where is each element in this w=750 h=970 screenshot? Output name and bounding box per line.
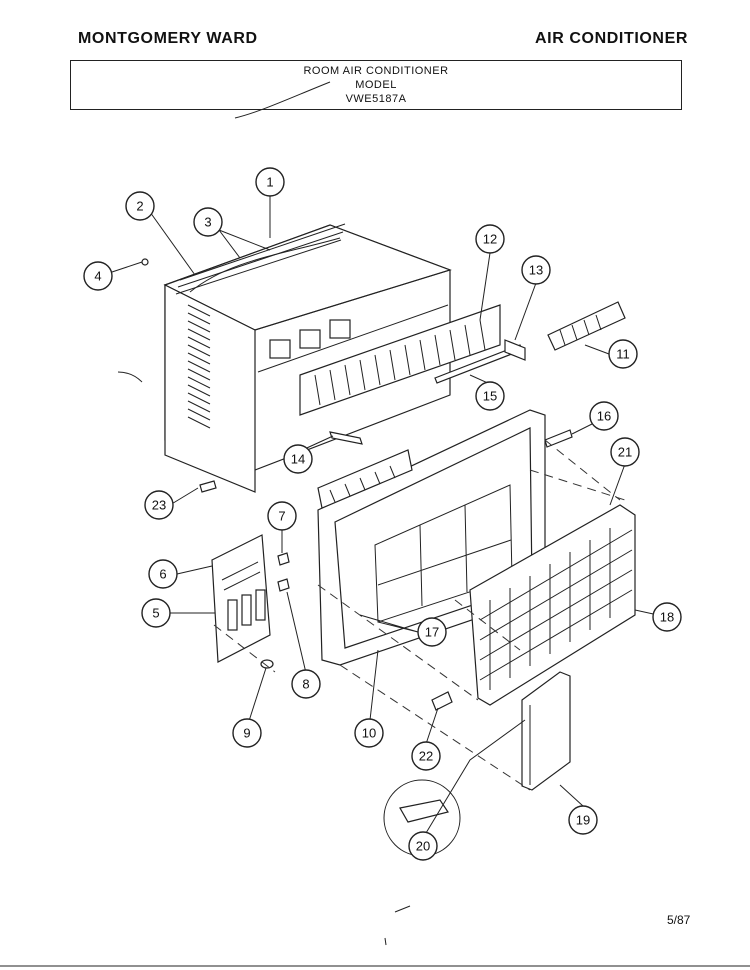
screw-23 bbox=[199, 480, 217, 493]
document-title: AIR CONDITIONER bbox=[535, 30, 688, 47]
callout-9: 9 bbox=[232, 718, 262, 748]
svg-text:18: 18 bbox=[660, 610, 674, 625]
svg-text:3: 3 bbox=[204, 215, 211, 230]
air-deflector bbox=[547, 301, 626, 351]
svg-text:21: 21 bbox=[618, 445, 632, 460]
callout-21: 21 bbox=[610, 437, 640, 467]
trim-strip bbox=[544, 429, 573, 448]
model-label: MODEL bbox=[355, 79, 397, 91]
svg-text:19: 19 bbox=[576, 813, 590, 828]
link-arm bbox=[329, 431, 363, 445]
svg-text:16: 16 bbox=[597, 409, 611, 424]
callout-17: 17 bbox=[417, 617, 447, 647]
callout-22: 22 bbox=[411, 741, 441, 771]
svg-text:4: 4 bbox=[94, 269, 101, 284]
callout-15: 15 bbox=[475, 381, 505, 411]
louver-assembly bbox=[299, 304, 501, 416]
callout-4: 4 bbox=[83, 261, 113, 291]
svg-text:7: 7 bbox=[278, 509, 285, 524]
callout-20: 20 bbox=[408, 831, 438, 861]
svg-text:15: 15 bbox=[483, 389, 497, 404]
product-type-label: ROOM AIR CONDITIONER bbox=[303, 65, 449, 77]
svg-text:1: 1 bbox=[266, 175, 273, 190]
svg-text:11: 11 bbox=[616, 347, 630, 362]
svg-text:9: 9 bbox=[243, 726, 250, 741]
clip-small bbox=[431, 691, 453, 711]
latch-detail bbox=[399, 799, 449, 823]
callout-10: 10 bbox=[354, 718, 384, 748]
callout-16: 16 bbox=[589, 401, 619, 431]
stray-mark bbox=[117, 371, 143, 383]
callout-18: 18 bbox=[652, 602, 682, 632]
control-panel bbox=[211, 534, 271, 663]
brand-name: MONTGOMERY WARD bbox=[78, 30, 258, 47]
callout-6: 6 bbox=[148, 559, 178, 589]
hex-nut bbox=[260, 659, 274, 669]
svg-text:14: 14 bbox=[291, 452, 305, 467]
callout-11: 11 bbox=[608, 339, 638, 369]
page-number: 5/87 bbox=[667, 913, 691, 927]
svg-text:12: 12 bbox=[483, 232, 497, 247]
callout-14: 14 bbox=[283, 444, 313, 474]
callout-19: 19 bbox=[568, 805, 598, 835]
knob-lower bbox=[277, 578, 290, 592]
callout-2: 2 bbox=[125, 191, 155, 221]
leader-lines bbox=[111, 196, 668, 839]
stray-tick bbox=[384, 937, 387, 946]
callout-8: 8 bbox=[291, 669, 321, 699]
svg-text:6: 6 bbox=[159, 567, 166, 582]
cabinet-assembly bbox=[163, 223, 452, 493]
svg-text:13: 13 bbox=[529, 263, 543, 278]
svg-text:20: 20 bbox=[416, 839, 430, 854]
scribble-mark bbox=[234, 81, 331, 119]
svg-text:5: 5 bbox=[152, 606, 159, 621]
callout-1: 1 bbox=[255, 167, 285, 197]
svg-text:17: 17 bbox=[425, 625, 439, 640]
air-filter bbox=[469, 504, 636, 706]
stray-dash bbox=[394, 905, 411, 913]
callout-5: 5 bbox=[141, 598, 171, 628]
assembly-lines bbox=[213, 439, 626, 791]
callout-23: 23 bbox=[144, 490, 174, 520]
callout-3: 3 bbox=[193, 207, 223, 237]
svg-text:23: 23 bbox=[152, 498, 166, 513]
callout-12: 12 bbox=[475, 224, 505, 254]
access-door bbox=[521, 671, 571, 791]
svg-text:10: 10 bbox=[362, 726, 376, 741]
svg-text:2: 2 bbox=[136, 199, 143, 214]
callout-7: 7 bbox=[267, 501, 297, 531]
callout-13: 13 bbox=[521, 255, 551, 285]
svg-text:8: 8 bbox=[302, 677, 309, 692]
knob-upper bbox=[277, 552, 290, 566]
svg-text:22: 22 bbox=[419, 749, 433, 764]
control-bar bbox=[317, 449, 413, 509]
model-title-block: ROOM AIR CONDITIONER MODEL VWE5187A bbox=[70, 60, 682, 110]
screw-4 bbox=[141, 258, 149, 266]
model-number: VWE5187A bbox=[345, 93, 407, 105]
louver-lever bbox=[504, 339, 526, 361]
